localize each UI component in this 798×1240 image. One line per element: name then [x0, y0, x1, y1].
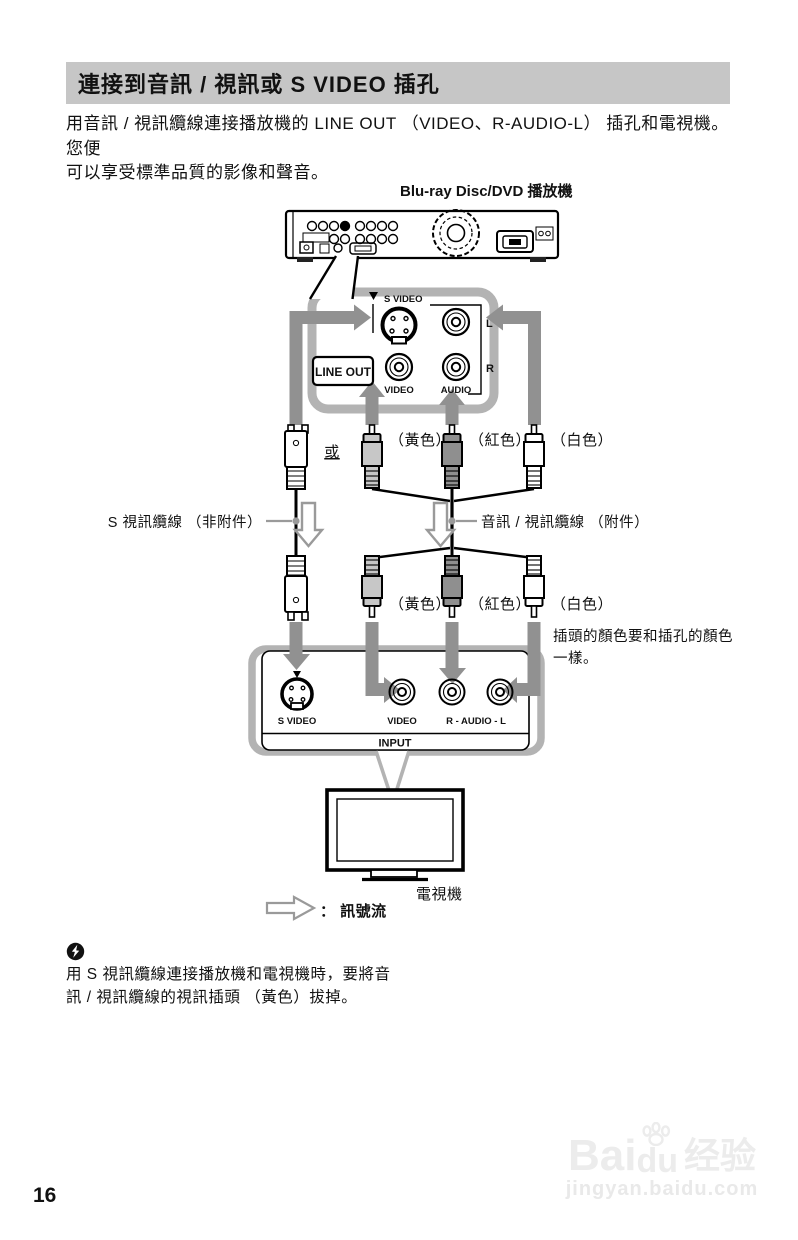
section-title: 連接到音訊 / 視訊或 S VIDEO 插孔	[78, 72, 440, 97]
watermark-brand-b: du	[636, 1142, 678, 1180]
tv-input-label: INPUT	[379, 738, 412, 750]
signal-flow-arrows	[266, 501, 477, 548]
rca-plug-yellow-top	[361, 424, 383, 489]
arrow-down-icon	[283, 654, 310, 670]
rca-jack-audio-icon	[441, 352, 471, 382]
tv-illustration	[325, 788, 465, 882]
tv-audio-l-jack-icon	[486, 678, 514, 706]
tv-panel-jacks: S VIDEO VIDEO R - AUDIO - L INPUT	[262, 671, 529, 750]
line-out-badge	[311, 355, 375, 387]
plug-red-label-bottom: （紅色）	[469, 596, 531, 613]
player-jack-cluster	[299, 220, 399, 255]
plug-yellow-label-bottom: （黃色）	[389, 596, 451, 613]
arrow-left-icon	[486, 304, 503, 331]
arrow-up-icon	[359, 381, 385, 397]
player-label: Blu-ray Disc/DVD 播放機	[400, 182, 573, 200]
marker-triangle-icon	[369, 292, 378, 300]
arrow-down-icon	[439, 668, 466, 684]
panel-video-label: VIDEO	[384, 385, 414, 396]
rca-plug-red-bottom	[441, 555, 463, 618]
arrow-right-icon	[354, 304, 371, 331]
note-line-1: 用 S 視訊纜線連接播放機和電視機時，要將音	[66, 966, 391, 983]
plug-white-label-bottom: （白色）	[551, 596, 613, 613]
rca-plug-red-top	[441, 424, 463, 489]
watermark-brand-a: Bai	[567, 1131, 637, 1180]
tv-audio-r-jack-icon	[438, 678, 466, 706]
plug-yellow-label-top: （黃色）	[389, 432, 451, 449]
tv-s-video-jack-icon	[280, 677, 314, 711]
plug-white-label-top: （白色）	[551, 432, 613, 449]
marker-triangle-icon	[293, 671, 301, 678]
arrow-left-icon	[503, 677, 517, 703]
intro-line-2: 可以享受標準品質的影像和聲音。	[66, 163, 329, 182]
s-video-plug-top	[284, 424, 309, 490]
player-fan-grille	[432, 209, 480, 257]
s-cable-label: S 視訊纜線 （非附件）	[108, 514, 262, 531]
callout-funnel	[308, 255, 360, 300]
plug-red-label-top: （紅色）	[469, 432, 531, 449]
intro-line-1: 用音訊 / 視訊纜線連接播放機的 LINE OUT （VIDEO、R-AUDIO…	[66, 114, 729, 158]
signal-flow-down-icon	[292, 501, 325, 548]
tv-label: 電視機	[416, 886, 463, 903]
tv-video-label: VIDEO	[387, 716, 417, 727]
panel-r-label: R	[486, 363, 494, 375]
connection-diagram: Blu-ray Disc/DVD 播放機	[108, 182, 733, 921]
watermark-url: jingyan.baidu.com	[565, 1178, 759, 1200]
rca-plug-yellow-bottom	[361, 555, 383, 618]
panel-l-label: L	[486, 318, 493, 330]
line-out-label: LINE OUT	[315, 365, 372, 379]
baidu-watermark: Bai du 经验 jingyan.baidu.com	[552, 1122, 772, 1201]
tv-panel-arrows	[283, 622, 541, 703]
arrow-up-icon	[439, 389, 465, 405]
signal-flow-legend-icon	[265, 895, 317, 921]
tv-r-audio-l-label: R - AUDIO - L	[446, 716, 506, 727]
player-back-panel-illustration	[284, 209, 560, 262]
av-cable-label: 音訊 / 視訊纜線 （附件）	[481, 514, 649, 531]
page-number: 16	[33, 1184, 57, 1207]
rca-plug-white-top	[523, 424, 545, 489]
s-video-jack-icon	[380, 306, 418, 345]
or-label: 或	[324, 444, 340, 461]
note-line-2: 訊 / 視訊纜線的視訊插頭 （黃色）拔掉。	[66, 989, 358, 1006]
color-note-line-1: 插頭的顏色要和插孔的顏色	[553, 627, 733, 645]
intro-paragraph: 用音訊 / 視訊纜線連接播放機的 LINE OUT （VIDEO、R-AUDIO…	[66, 112, 746, 186]
rca-jack-video-icon	[384, 352, 414, 382]
panel-s-video-label: S VIDEO	[384, 294, 423, 305]
tv-input-inner-panel	[261, 650, 530, 751]
player-screw-plate	[535, 226, 554, 241]
rca-jack-l-icon	[441, 307, 471, 337]
player-ac-inlet	[496, 230, 534, 253]
signal-flow-down-icon	[424, 501, 457, 548]
note-block: 用 S 視訊纜線連接播放機和電視機時，要將音 訊 / 視訊纜線的視訊插頭 （黃色…	[66, 942, 486, 1009]
tv-s-video-label: S VIDEO	[278, 716, 317, 727]
tv-funnel	[374, 750, 411, 790]
paw-icon	[642, 1122, 671, 1146]
note-bolt-icon	[66, 942, 85, 961]
tv-video-jack-icon	[388, 678, 416, 706]
s-video-plug-bottom	[284, 555, 309, 621]
rca-plug-white-bottom	[523, 555, 545, 618]
watermark-suffix: 经验	[684, 1135, 757, 1176]
color-note-line-2: 一樣。	[553, 650, 598, 667]
panel-audio-label: AUDIO	[441, 385, 472, 396]
signal-flow-legend-label: ： 訊號流	[320, 902, 387, 920]
line-out-jacks: S VIDEO L R V	[311, 292, 494, 396]
arrow-right-icon	[384, 677, 400, 703]
callout-arrows	[289, 304, 541, 425]
section-title-bar: 連接到音訊 / 視訊或 S VIDEO 插孔	[66, 62, 730, 104]
